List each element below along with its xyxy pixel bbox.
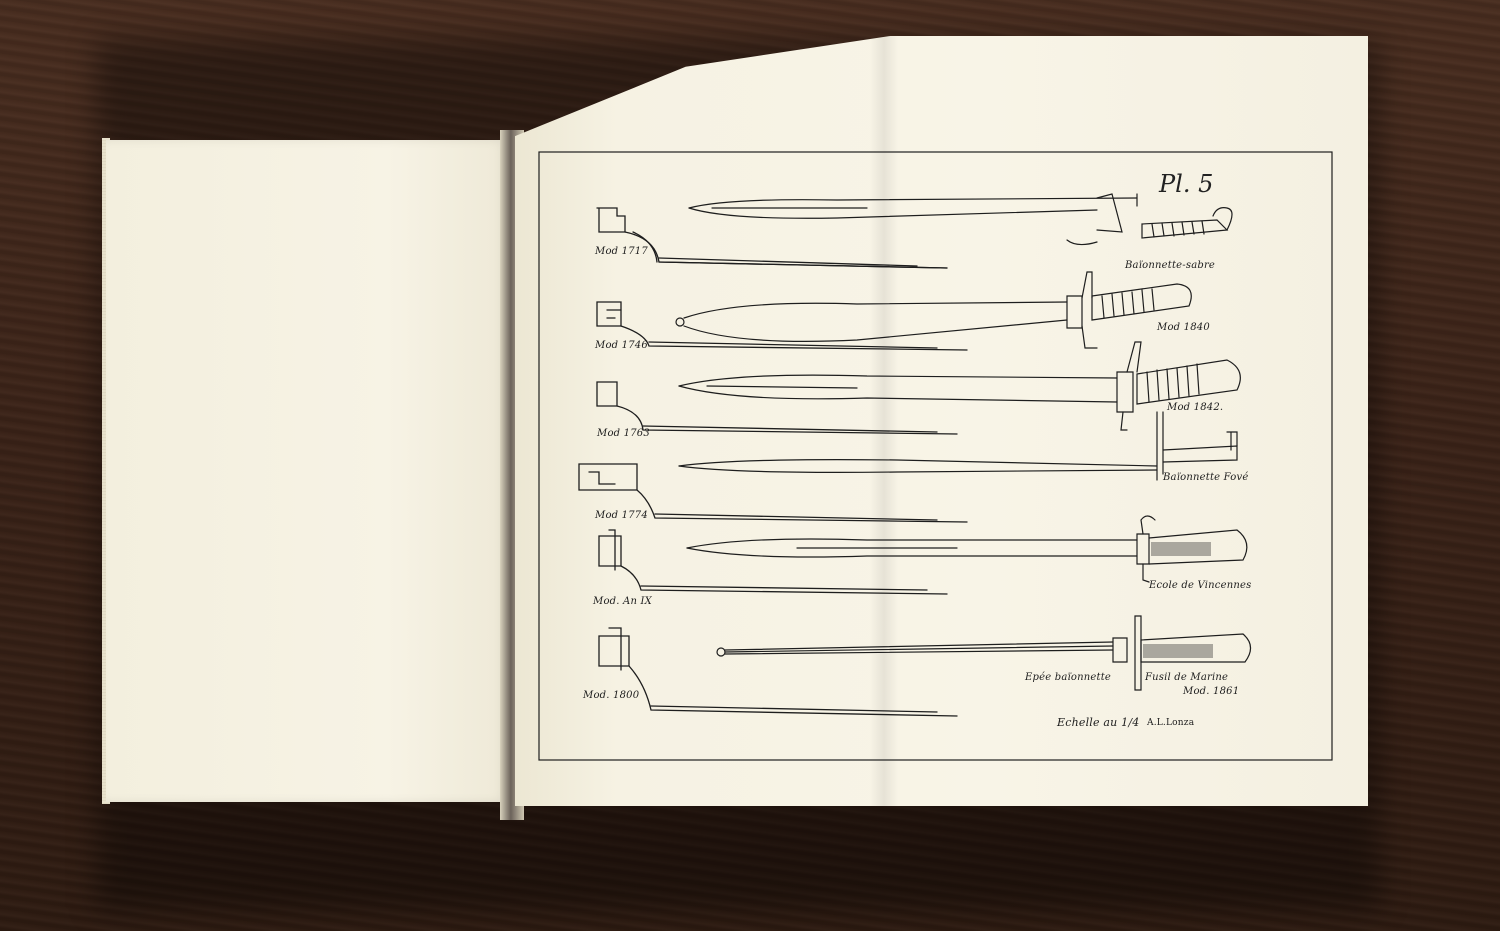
plate-drawing <box>538 151 1333 761</box>
epee-bayonet-marine <box>716 615 1252 691</box>
label-mod-1840: Mod 1840 <box>1157 322 1210 333</box>
page-fold <box>870 36 898 806</box>
grip-shading-vincennes <box>1151 542 1211 556</box>
label-baionnette-fove: Baïonnette Fové <box>1163 472 1249 483</box>
label-ecole-vincennes: Ecole de Vincennes <box>1149 580 1252 591</box>
ecole-vincennes-bayonet <box>686 515 1248 583</box>
socket-bayonet-1774 <box>578 463 968 523</box>
label-mod-1746: Mod 1746 <box>595 340 648 351</box>
plate-page <box>515 36 1368 806</box>
socket-bayonet-1746 <box>596 301 968 351</box>
label-mod-1800: Mod. 1800 <box>583 690 640 701</box>
sword-bayonet-grip-1 <box>1141 207 1233 239</box>
grip-shading-marine <box>1143 644 1213 658</box>
plate-number: Pl. 5 <box>1159 170 1214 198</box>
sword-bayonet-1840-blade <box>675 271 1098 349</box>
bayonet-plate: Pl. 5 Mod 1717 Baïonnette-sabre Mod 1746… <box>537 150 1336 765</box>
label-baionnette-sabre: Baïonnette-sabre <box>1125 260 1216 271</box>
scale-note: Echelle au 1/4 <box>1057 716 1140 729</box>
label-mod-1763: Mod 1763 <box>597 428 650 439</box>
artist-signature: A.L.Lonza <box>1147 718 1195 728</box>
sword-bayonet-blade-1 <box>688 193 1138 246</box>
label-mod-an9: Mod. An IX <box>593 596 652 607</box>
label-mod-1842: Mod 1842. <box>1167 402 1224 413</box>
plate-frame <box>538 151 1333 761</box>
label-epee-baionnette: Epée baïonnette <box>1025 672 1112 683</box>
socket-bayonet-an9 <box>598 529 948 595</box>
sword-bayonet-1842-grip <box>1136 359 1241 405</box>
socket-bayonet-fove <box>678 411 1238 481</box>
socket-bayonet-1717 <box>596 207 948 269</box>
blank-left-page <box>106 140 508 802</box>
label-fusil-marine: Fusil de Marine <box>1145 672 1229 683</box>
sword-bayonet-1840-grip <box>1091 283 1192 321</box>
label-fusil-marine-mod: Mod. 1861 <box>1183 686 1240 697</box>
label-mod-1774: Mod 1774 <box>595 510 648 521</box>
label-mod-1717: Mod 1717 <box>595 246 648 257</box>
sword-bayonet-1842-blade <box>678 341 1142 431</box>
socket-bayonet-1800 <box>598 627 958 717</box>
socket-bayonet-1763 <box>596 381 958 435</box>
